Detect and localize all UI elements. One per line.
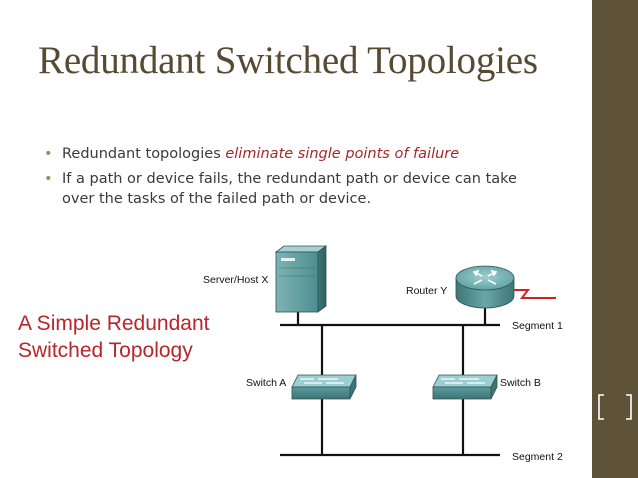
topology-diagram: Server/Host X Router Y (203, 245, 563, 463)
wan-link-icon (514, 289, 556, 299)
bullet-text: Redundant topologies (62, 146, 226, 162)
diagram-caption: A Simple Redundant Switched Topology (18, 312, 210, 362)
switch-b-icon (432, 374, 498, 400)
bullet-dot-icon: • (44, 171, 53, 187)
bullet-item: • Redundant topologies eliminate single … (44, 144, 574, 164)
router-label: Router Y (406, 285, 447, 297)
server-label: Server/Host X (203, 274, 268, 286)
server-icon (274, 245, 328, 313)
bullet-dot-icon: • (44, 146, 53, 162)
slide: Redundant Switched Topologies • Redundan… (18, 39, 574, 463)
slide-number-bracket-icon (598, 394, 632, 420)
router-icon (455, 265, 515, 309)
bullet-item: • If a path or device fails, the redunda… (44, 169, 574, 209)
switch-a-label: Switch A (246, 377, 286, 389)
segment-2-label: Segment 2 (512, 451, 563, 463)
bullet-list: • Redundant topologies eliminate single … (44, 144, 574, 214)
bullet-text-line2: over the tasks of the failed path or dev… (62, 191, 372, 207)
bullet-emphasis: eliminate single points of failure (225, 146, 460, 162)
bullet-text-line1: If a path or device fails, the redundant… (62, 171, 517, 187)
slide-title: Redundant Switched Topologies (38, 39, 538, 82)
switch-a-icon (291, 374, 357, 400)
segment-1-label: Segment 1 (512, 320, 563, 332)
switch-b-label: Switch B (500, 377, 541, 389)
